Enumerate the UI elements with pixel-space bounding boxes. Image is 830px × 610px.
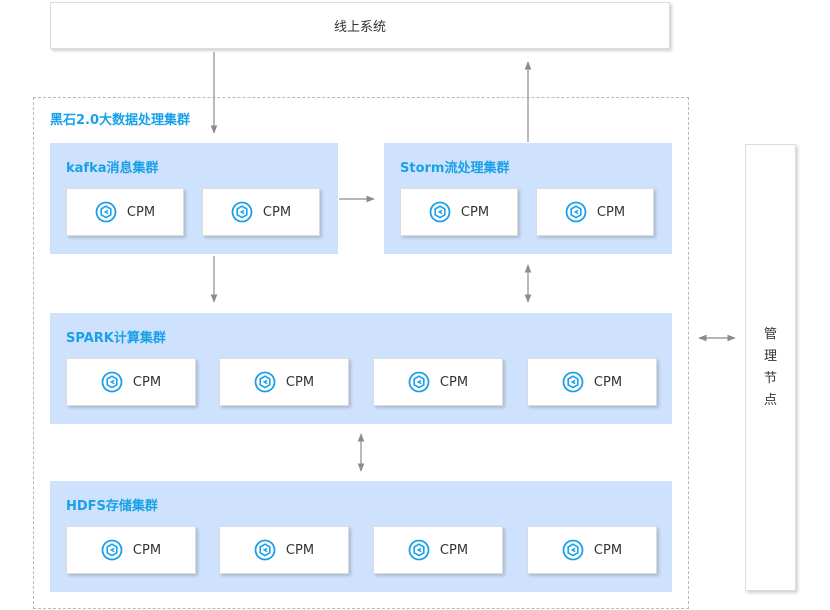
cpm-node: CPM [373,526,503,574]
spark-cluster-title: SPARK计算集群 [66,331,166,346]
cpm-hexagon-icon [562,371,584,393]
hdfs-cluster-group: HDFS存储集群 CPM CPM CPM CPM [50,481,672,592]
cpm-node-label: CPM [126,204,156,220]
cpm-node: CPM [536,188,654,236]
management-node-char: 管 [763,326,777,342]
cpm-node: CPM [202,188,320,236]
management-node-char: 理 [763,348,777,364]
cluster-outline [33,97,689,609]
cpm-node: CPM [66,526,196,574]
cpm-node-label: CPM [132,542,162,558]
cpm-node-label: CPM [439,374,469,390]
cpm-hexagon-icon [95,201,117,223]
cpm-node-label: CPM [593,374,623,390]
cpm-node-label: CPM [285,542,315,558]
cpm-node: CPM [373,358,503,406]
online-system-box: 线上系统 [50,2,670,49]
cluster-title: 黑石2.0大数据处理集群 [50,113,191,128]
kafka-cluster-group: kafka消息集群 CPM CPM [50,143,338,254]
cpm-hexagon-icon [429,201,451,223]
cpm-node: CPM [400,188,518,236]
cpm-hexagon-icon [562,539,584,561]
kafka-cluster-title: kafka消息集群 [66,161,159,176]
cpm-node: CPM [66,188,184,236]
spark-cluster-group: SPARK计算集群 CPM CPM CPM CPM [50,313,672,424]
storm-cluster-group: Storm流处理集群 CPM CPM [384,143,672,254]
hdfs-cluster-title: HDFS存储集群 [66,499,158,514]
cpm-hexagon-icon [231,201,253,223]
cpm-node-label: CPM [285,374,315,390]
online-system-label: 线上系统 [333,20,386,35]
cpm-node-label: CPM [262,204,292,220]
cpm-hexagon-icon [101,371,123,393]
management-node-box: 管 理 节 点 [745,144,796,591]
cpm-node: CPM [527,526,657,574]
cpm-hexagon-icon [254,371,276,393]
cpm-node-label: CPM [132,374,162,390]
cpm-hexagon-icon [101,539,123,561]
cpm-node: CPM [66,358,196,406]
cpm-node-label: CPM [596,204,626,220]
cpm-node: CPM [527,358,657,406]
management-node-char: 节 [763,370,777,386]
cpm-node-label: CPM [439,542,469,558]
management-node-char: 点 [763,392,777,408]
storm-cluster-title: Storm流处理集群 [400,161,510,176]
cpm-hexagon-icon [254,539,276,561]
cpm-node-label: CPM [593,542,623,558]
cpm-node: CPM [219,358,349,406]
cpm-node-label: CPM [460,204,490,220]
cpm-hexagon-icon [408,371,430,393]
cpm-hexagon-icon [565,201,587,223]
cpm-hexagon-icon [408,539,430,561]
cpm-node: CPM [219,526,349,574]
